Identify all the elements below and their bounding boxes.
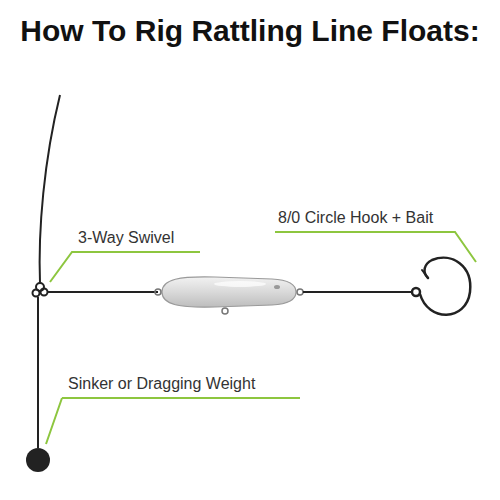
diagram-title: How To Rig Rattling Line Floats:	[20, 14, 479, 47]
callout-box: Sinker or Dragging Weight	[68, 375, 255, 393]
callout-label: Sinker or Dragging Weight	[68, 375, 255, 392]
sinker	[26, 448, 50, 472]
three-way-swivel	[33, 283, 48, 297]
callout-box: 8/0 Circle Hook + Bait	[278, 209, 433, 227]
callout-box: 3-Way Swivel	[78, 229, 174, 247]
callout-label: 3-Way Swivel	[78, 229, 174, 246]
callout-leaders	[46, 232, 476, 444]
leader-line	[48, 291, 158, 293]
circle-hook	[412, 258, 470, 315]
sinker-line	[37, 297, 39, 448]
hook-leader	[303, 291, 412, 293]
main-line	[40, 95, 60, 283]
callout-label: 8/0 Circle Hook + Bait	[278, 209, 433, 226]
rattling-float	[155, 277, 303, 314]
title-box: How To Rig Rattling Line Floats:	[0, 14, 500, 48]
